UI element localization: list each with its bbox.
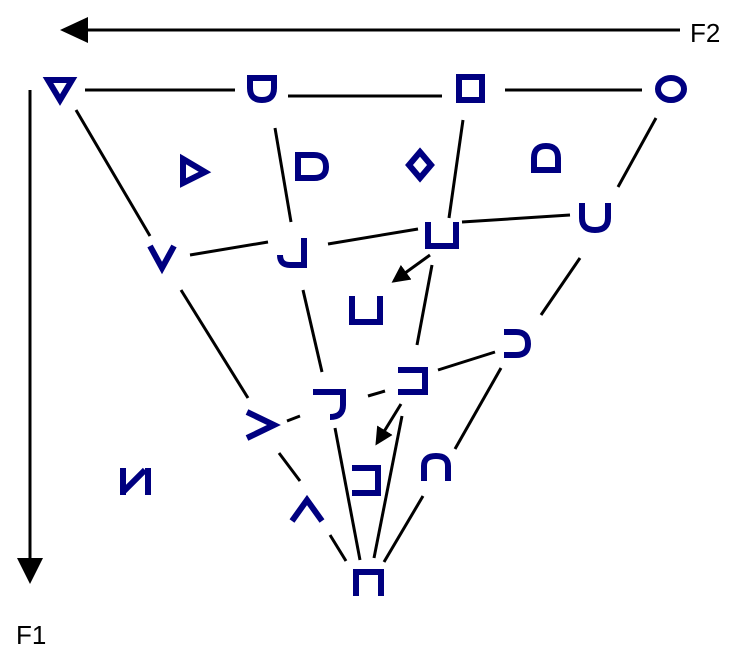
glyph-pi	[353, 569, 384, 596]
trapezoid-lines	[74, 88, 658, 563]
glyph-right-angle	[245, 409, 281, 441]
glyph-flat-u	[425, 222, 459, 249]
shift-arrows	[375, 253, 431, 446]
f1-axis-arrow	[17, 90, 43, 584]
glyph-inverted-d	[247, 75, 277, 104]
glyph-caret	[289, 494, 325, 523]
f2-axis-label: F2	[690, 18, 721, 48]
glyph-hooked-j	[277, 238, 307, 268]
glyph-right-triangle	[180, 153, 212, 188]
glyph-square	[456, 74, 485, 103]
f1-axis-label: F1	[16, 620, 47, 650]
glyph-n-arch	[421, 452, 451, 481]
glyph-o	[655, 75, 687, 103]
glyph-open-o	[504, 329, 532, 358]
glyph-v	[147, 244, 177, 275]
glyph-right-bracket	[398, 367, 428, 395]
glyph-rotated-j	[313, 389, 346, 420]
glyph-inverted-triangle	[42, 77, 78, 106]
glyph-rotated-d	[531, 142, 561, 173]
glyph-diamond	[405, 147, 435, 183]
glyph-e-shape	[349, 296, 383, 325]
glyph-right-bracket-lower	[352, 465, 381, 496]
glyph-u	[579, 203, 611, 234]
f2-axis-arrow	[60, 17, 680, 43]
glyph-d	[295, 152, 330, 181]
glyph-reversed-n	[120, 467, 151, 495]
